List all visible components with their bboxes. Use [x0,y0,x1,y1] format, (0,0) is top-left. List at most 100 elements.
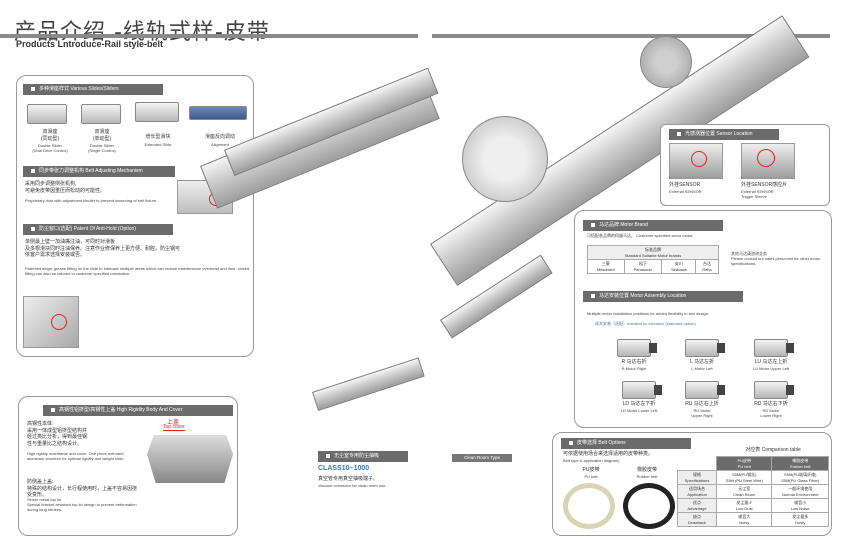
slider-item-2-cn: 双滑座 (单动型) [92,129,112,142]
motor-lu-cn: LU 马达左上折 [754,359,788,365]
top-cover-label-en: Top cover [163,424,185,431]
header-rule-right [432,34,830,38]
belt-panel: 皮带选择 Belt Options 可依据使用场合来选择适用的皮带种类。 Bel… [552,432,832,536]
belt-rubber-en: Rubber belt [636,474,658,479]
vacuum-cn: 真空管专用真空抽吸端子。 [318,476,379,482]
alignment-slide-image [189,106,247,120]
motor-brand-note: 其他马达请咨询业务 Please consult our sales perso… [731,251,821,266]
row-1-rubber: S5M(PU玻璃纤维) S5M(PU Glass Fiber) [771,470,829,485]
sensor-head: 光感测器位置 Sensor Location [669,129,779,140]
motor-ru-cn: RU 马达右上折 [685,401,719,407]
row-1-en: Specifications [684,478,710,483]
row-4-en: Drawback [688,520,706,525]
dust-proof-head: 防尘窗口(选配) Patent Of Anti-Hold (Option) [23,224,173,235]
belt-pu-en: PU belt [584,474,598,479]
dust-proof-cn: 单侧最上壁一加油嘴注油，可同时对滑板 及多根滑块同时注油保养。注意作业修保养上更… [25,239,181,258]
profile-rigid-cn: 高钢性本体: 采用一体成型铝挤型结构并 经过类比分析，得到最佳钢 性与重量比之结… [27,421,88,447]
row-4-rubber: 发尘量多 Dusty [771,512,829,527]
profile-head: 高钢性铝挤型/高钢性上盖 High Rigidity Body And Cove… [43,405,233,416]
belt-options-head: 皮带选择 Belt Options [561,438,691,449]
belt-pu-cn: PU皮带 [582,467,600,473]
motor-ld-image [622,381,662,399]
sensor-item-2-cn: 外挂SENSOR感应片 [741,182,788,188]
row-2-rubber: 一般环境使用 Normal Environment [771,484,829,499]
slider-item-4-cn: 滑座反向调动 [204,134,235,140]
slider-item-2-en: Double Slider (Single Control) [88,143,116,153]
header-rule-left [0,34,418,38]
motor-ru-image [685,381,725,399]
slider-item-1-cn: 双滑座 (同动型) [40,129,60,142]
slider-item-3-en: Extended Slide [144,142,172,147]
motor-end-circle [640,36,692,88]
motor-ru-en: RU Motor Upper Right [691,407,713,418]
motor-r-cn: R 马达右折 [621,359,647,365]
motor-lu-en: LU Motor Upper Left [752,365,790,371]
motor-lu-image [754,339,794,357]
brand-3-cn: 安川 [674,261,683,266]
motor-assembly-head: 马达安装位置 Motor Assembly Location [583,291,743,302]
belt-adjust-cn: 采用同步调整侧张机构, 可避免皮带因重压而松动的可能性。 [25,181,106,194]
row-3-cn: 优点 [693,500,702,505]
slider-item-3-cn: 增长型滑块 [145,134,171,140]
motor-assembly-desc: Multiple motor installation positions fo… [587,311,710,316]
brand-3-en: Yaskawa [670,267,687,272]
col-pu-en: PU belt [737,464,751,469]
slider-section-head: 多种滑座样式 Various Slides/Sliders [23,84,163,95]
features-panel: 多种滑座样式 Various Slides/Sliders 双滑座 (同动型) … [16,75,254,357]
belt-desc-cn: 可依据使用场合来选择适用的皮带种类。 [563,451,654,457]
dust-proof-en: Patented single grease fitting on the sl… [25,266,250,276]
motor-assembly-sub: 成本安装（选配）Installed by elevation (standard… [595,321,696,326]
row-2-cn: 适用场合 [689,486,706,491]
double-slider-single-image [81,104,121,124]
col-rubber-cn: 橡胶皮带 [792,458,809,463]
comparison-title: 对应表 Comparison table [745,447,801,453]
col-pu-cn: PU皮带 [737,458,751,463]
motor-panel: 马达品牌 Motor Brand 可搭配各品牌的伺服马达。 Customer s… [574,210,832,428]
profile-cover-en: Sinker metal top lid Special bracket-res… [27,497,137,512]
belt-adjust-en: Proprietary dust with adjustment kindler… [25,198,158,203]
row-4-pu: 噪音大 Noisy [716,512,773,527]
brand-2-en: Panasonic [633,267,653,272]
dust-proof-highlight [51,314,67,330]
brand-4-en: Delta [702,267,712,272]
motor-l-en: L Motor Left [691,365,713,371]
corner-cell [678,457,717,471]
dust-proof-image [23,296,79,348]
cleanroom-module-image [312,357,425,412]
motor-rd-cn: RD 马达右下折 [754,401,788,407]
vacuum-class: CLASS10~1000 [318,465,370,472]
top-cover-label-cn: 上盖 [167,420,180,426]
brand-1-cn: 三菱 [601,261,610,266]
vacuum-head: 无尘室专用防尘抽吸 [318,451,408,462]
sensor-item-1-cn: 外挂SENSOR [669,182,701,188]
vacuum-en: Vacuum connector for clean room use. [318,483,387,488]
row-2-pu: 无尘室 Clean Room [716,484,773,499]
motor-rd-en: RD Motor Lower Right [760,407,782,418]
brand-table-head-en: Standard Suitable Motor brands [624,253,682,258]
profile-cross-section [147,435,233,483]
belt-adjust-head: 同步带张力调整机构 Belt Adjusting Mechanism [23,166,175,177]
motor-rd-image [754,381,794,399]
pu-belt-image [563,483,615,529]
profile-panel: 高钢性铝挤型/高钢性上盖 High Rigidity Body And Cove… [18,396,238,536]
brand-table-head-cn: 标准品牌 [645,247,661,252]
rubber-belt-image [623,483,675,529]
